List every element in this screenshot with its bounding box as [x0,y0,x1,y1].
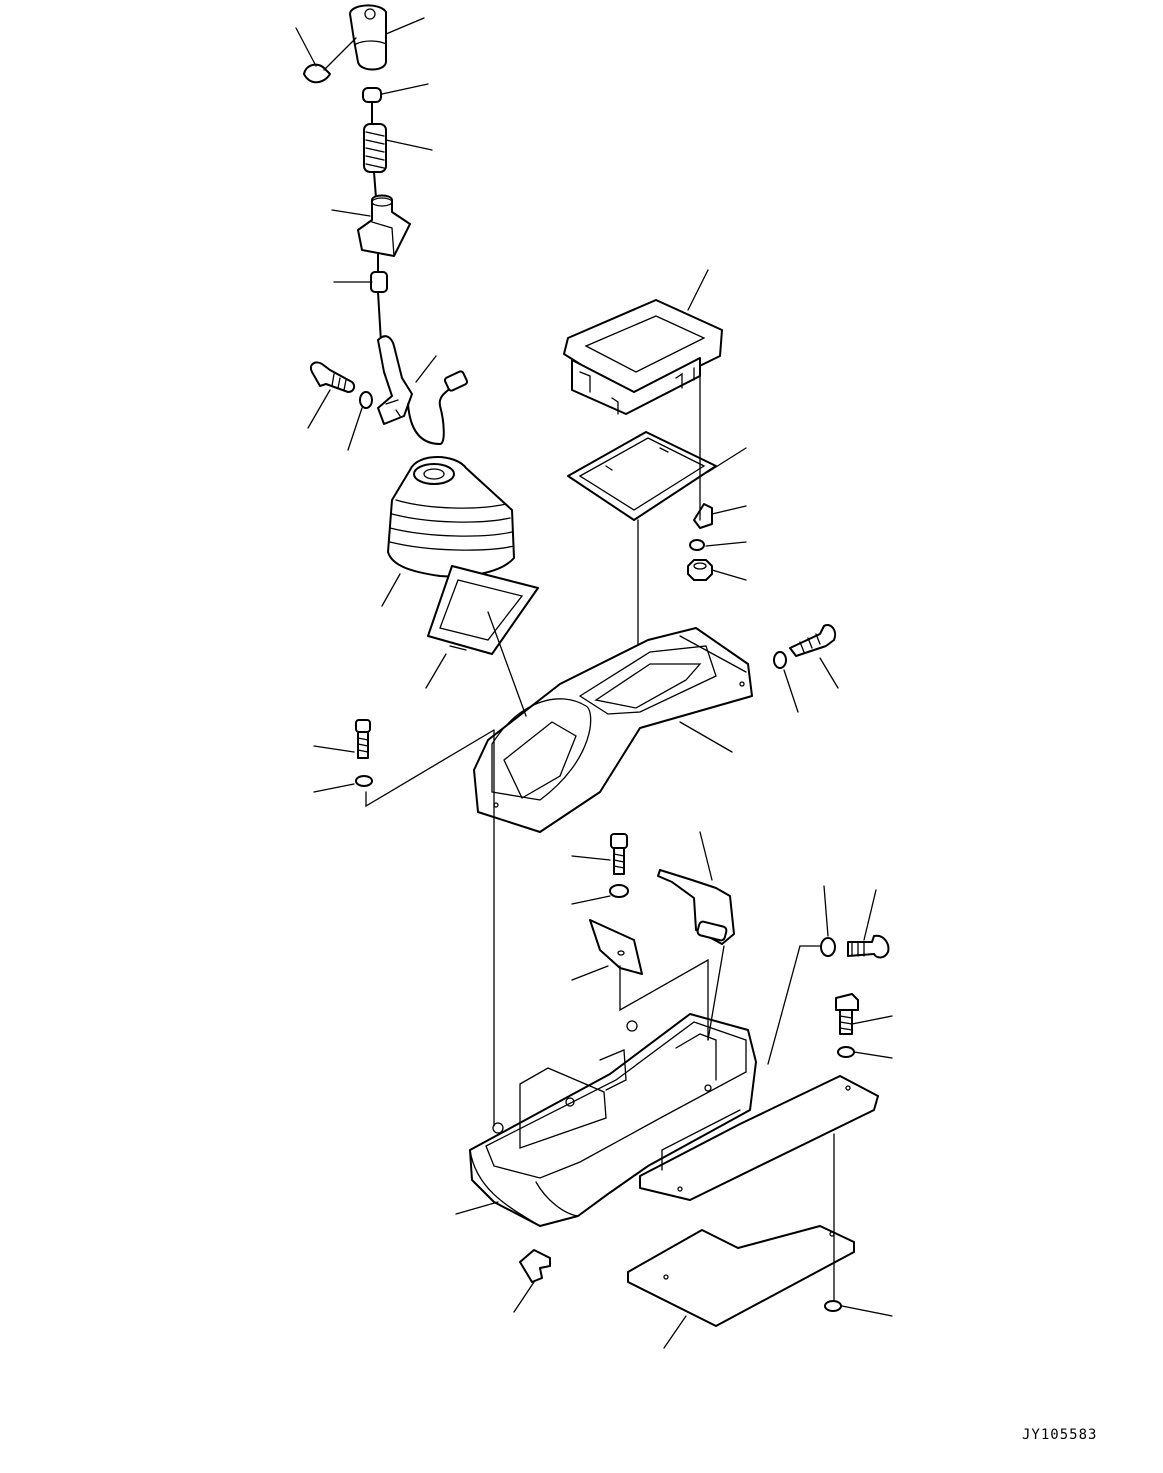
bolt-far-right [836,994,858,1034]
bracket-small [694,504,712,528]
nut-right [688,560,712,580]
lever-rod [372,102,381,342]
lever-base [378,336,412,424]
bolt-left-upper [311,362,354,392]
bolt-right-lower [848,936,888,958]
washer-center [610,885,628,897]
bracket-center [590,920,642,974]
washer-right-lower [821,938,835,956]
small-key [520,1250,550,1282]
mounting-plate [640,1076,878,1200]
floor-mat [628,1226,854,1326]
drawing-code: JY105583 [1022,1427,1098,1443]
boot-frame [428,566,538,654]
bolt-right-upper [790,625,835,656]
washer-right-upper [690,540,704,550]
rubber-boot [388,457,514,576]
washer-far-right [838,1047,854,1057]
spring [364,124,386,172]
wire-harness [408,370,468,444]
console-base [470,1014,756,1226]
lever-guide [358,196,410,257]
bolt-center [611,834,627,874]
washer-left-mid [356,776,372,786]
leader-lines [296,18,892,1348]
rubber-pad [825,1301,841,1311]
washer-left-upper [360,392,372,408]
monitor-frame [568,432,716,520]
knob-screw [304,38,356,82]
monitor [564,300,722,414]
nut-upper [363,88,381,102]
nut-lower [371,272,387,292]
plate-bracket [658,870,734,944]
reference-lines [366,366,834,1300]
washer-right-mid [774,652,786,668]
lever-knob [350,5,386,69]
console-cover [474,628,752,832]
bolt-left-mid [356,720,370,758]
